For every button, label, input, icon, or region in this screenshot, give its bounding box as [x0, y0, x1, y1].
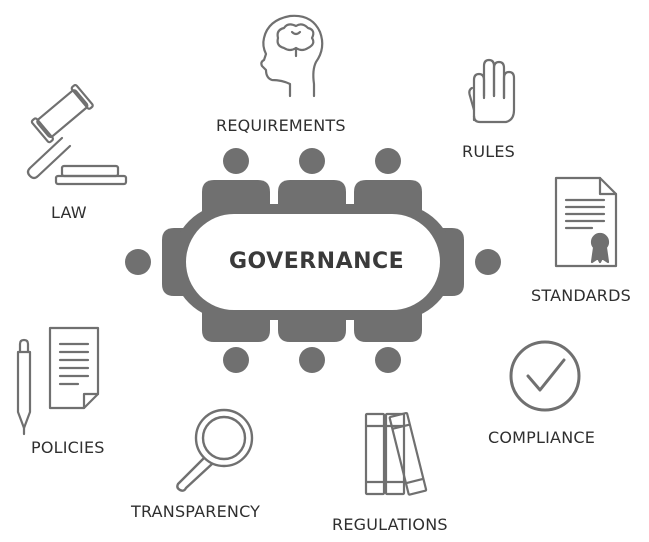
person-head-bottom-right: [375, 347, 401, 373]
certificate-icon: [554, 176, 618, 268]
center-title: GOVERNANCE: [229, 249, 405, 274]
label-policies: POLICIES: [31, 438, 105, 457]
label-transparency: TRANSPARENCY: [131, 502, 261, 521]
person-head-left: [125, 249, 151, 275]
person-head-bottom-left: [223, 347, 249, 373]
label-rules: RULES: [462, 142, 516, 161]
document-pen-icon: [16, 326, 100, 436]
person-head-top-left: [223, 148, 249, 174]
person-head-bottom-center: [299, 347, 325, 373]
checkmark-circle-icon: [509, 340, 581, 412]
label-law: LAW: [51, 203, 87, 222]
magnifying-glass-icon: [176, 408, 254, 492]
label-requirements: REQUIREMENTS: [216, 116, 346, 135]
head-brain-icon: [260, 14, 324, 98]
person-head-top-center: [299, 148, 325, 174]
books-icon: [364, 411, 428, 496]
label-compliance: COMPLIANCE: [488, 428, 596, 447]
gavel-icon: [26, 83, 128, 186]
hand-icon: [468, 58, 516, 124]
label-regulations: REGULATIONS: [332, 515, 448, 534]
person-head-top-right: [375, 148, 401, 174]
label-standards: STANDARDS: [531, 286, 631, 305]
table-inner: [186, 214, 440, 310]
conference-table-group: [125, 148, 501, 373]
person-head-right: [475, 249, 501, 275]
